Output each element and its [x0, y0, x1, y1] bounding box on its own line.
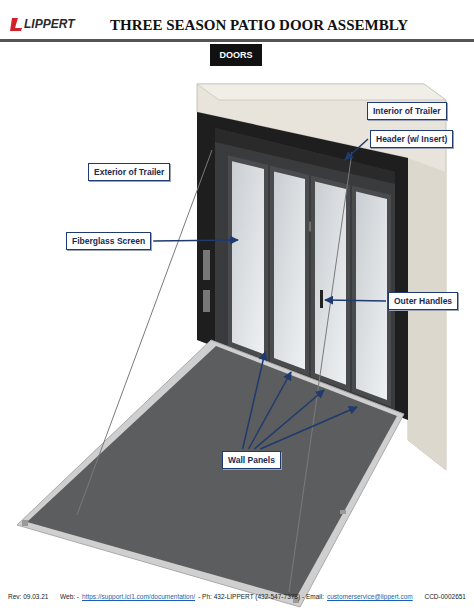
callout-box: Interior of Trailer: [367, 102, 447, 120]
callout-label: Exterior of Trailer: [94, 167, 164, 177]
callout-label: Fiberglass Screen: [72, 236, 145, 246]
header-rule: [0, 39, 474, 42]
document-code: CCD-0002651: [424, 593, 466, 600]
callout-box: Fiberglass Screen: [66, 232, 151, 250]
panel-frame: [228, 155, 268, 361]
callout-label: Interior of Trailer: [373, 106, 441, 116]
brand-logo: LIPPERT: [24, 17, 74, 31]
page-title: THREE SEASON PATIO DOOR ASSEMBLY: [110, 17, 408, 34]
panel-glass: [232, 161, 264, 354]
callout-box: Outer Handles: [388, 292, 458, 310]
leader-line: [243, 352, 265, 449]
panel-frame: [270, 165, 309, 376]
contact-line: Web: -https://support.lci1.com/documenta…: [60, 593, 410, 600]
revision-note: Rev: 09.03.21: [8, 593, 48, 600]
callout-label: DOORS: [219, 50, 252, 60]
leader-line: [260, 407, 357, 449]
ramp: [17, 340, 404, 607]
logo-mark: [10, 18, 22, 31]
panel-glass: [315, 181, 346, 384]
leader-line: [325, 300, 386, 301]
section-tab: DOORS: [210, 44, 261, 66]
contact-link: customerservice@lippert.com: [327, 593, 413, 600]
callout-box: Exterior of Trailer: [88, 163, 170, 181]
panel-glass: [274, 171, 305, 369]
leader-line: [345, 139, 368, 160]
leader-line: [249, 372, 291, 449]
panel-glass: [356, 191, 387, 400]
contact-link: https://support.lci1.com/documentation/: [82, 593, 195, 600]
leader-line: [254, 390, 324, 449]
callout-label: Wall Panels: [228, 455, 275, 465]
contact-text: Web: -: [60, 593, 79, 600]
handle-art: [320, 290, 323, 308]
callout-box: Header (w/ Insert): [370, 130, 453, 148]
panel-frame: [352, 185, 391, 406]
callout-label: Header (w/ Insert): [376, 134, 447, 144]
callout-label: Outer Handles: [394, 296, 452, 306]
ramp-cables: [77, 150, 352, 592]
contact-text: - Ph: 432-LIPPERT (432-547-7378) - Email…: [198, 593, 324, 600]
leader-lines: [153, 139, 386, 449]
leader-line: [153, 240, 238, 241]
callout-box: Wall Panels: [222, 451, 281, 469]
